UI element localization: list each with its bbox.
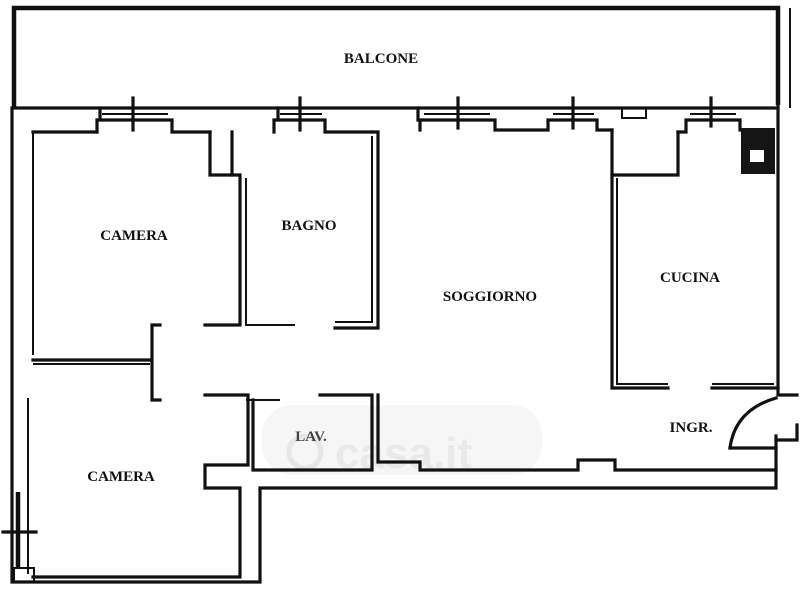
- vent-icon: [621, 107, 647, 119]
- cucina-top-niche: [610, 128, 680, 177]
- facade-windows: [95, 96, 742, 134]
- bagno-right-inner: [335, 136, 373, 323]
- outer-wall-right: [774, 103, 799, 442]
- window-bagno: [272, 106, 374, 134]
- window-camera: [95, 106, 212, 134]
- room-label-soggiorno: SOGGIORNO: [443, 289, 537, 305]
- room-label-bagno: BAGNO: [281, 218, 336, 234]
- entrance-door-arc: [728, 396, 778, 450]
- corridor-walls: [31, 393, 250, 579]
- room-label-camera-1: CAMERA: [100, 228, 168, 244]
- cucina-left-wall: [610, 173, 670, 390]
- room-label-lavanderia: LAV.: [295, 429, 327, 445]
- window-sill: [13, 567, 35, 583]
- bagno-walls: [230, 130, 380, 330]
- room-label-camera-2: CAMERA: [87, 469, 155, 485]
- flue-opening: [750, 150, 764, 162]
- window-cucina: [676, 118, 742, 134]
- camera-1-walls: [31, 130, 242, 327]
- outer-wall-left-inner: [27, 132, 34, 574]
- outer-wall-left: [10, 106, 778, 584]
- watermark-background: [262, 405, 542, 475]
- lav-right-wall: [376, 393, 778, 472]
- balcony-outline: [11, 5, 781, 108]
- room-label-ingresso: INGR.: [670, 420, 713, 436]
- cucina-left-inner: [616, 178, 668, 385]
- watermark: casa.it: [262, 405, 542, 478]
- watermark-logo-icon: [286, 433, 324, 471]
- room-label-balcone: BALCONE: [344, 51, 418, 67]
- camera-1-bottom: [31, 323, 162, 402]
- window-soggiorno-1: [416, 106, 614, 132]
- lav-walls: [251, 393, 374, 472]
- room-label-cucina: CUCINA: [660, 270, 720, 286]
- camera-1-partition: [245, 178, 295, 326]
